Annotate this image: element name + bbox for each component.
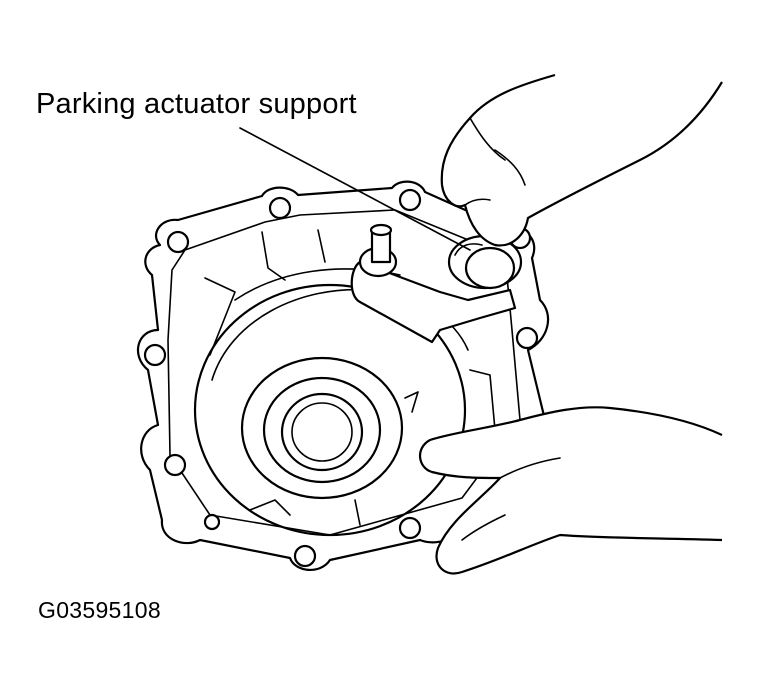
lower-hand-finger-crease bbox=[499, 457, 561, 479]
bushing-inner bbox=[464, 246, 516, 290]
bolt-holes bbox=[143, 188, 539, 568]
support-pivot-pin-top bbox=[369, 223, 393, 237]
casting-rib bbox=[249, 499, 291, 516]
main-bore bbox=[193, 283, 467, 537]
bolt-hole bbox=[293, 544, 317, 568]
label-leader-line bbox=[239, 127, 471, 251]
parking-actuator-support bbox=[350, 260, 517, 344]
bolt-hole bbox=[398, 516, 422, 540]
bolt-hole bbox=[143, 343, 167, 367]
casting-rib bbox=[204, 277, 236, 356]
bolt-hole bbox=[268, 196, 292, 220]
casting-arrow-mark bbox=[404, 391, 419, 413]
upper-hand bbox=[440, 73, 723, 247]
part-label: Parking actuator support bbox=[36, 88, 357, 120]
bolt-hole bbox=[166, 230, 190, 254]
bolt-hole bbox=[163, 453, 187, 477]
casting-rib bbox=[354, 499, 361, 526]
casting-rib bbox=[261, 231, 286, 281]
casting-rib bbox=[317, 229, 326, 263]
bolt-hole bbox=[515, 326, 539, 350]
bolt-hole bbox=[203, 513, 221, 531]
bushing-edge bbox=[454, 243, 483, 256]
center-hub bbox=[240, 356, 404, 500]
lower-hand-thumb-line bbox=[461, 514, 506, 541]
upper-hand-knuckle bbox=[494, 149, 526, 186]
lower-hand bbox=[419, 406, 723, 575]
figure-code: G03595108 bbox=[38, 597, 161, 623]
bolt-hole bbox=[398, 188, 422, 212]
upper-hand-thumb-line bbox=[464, 198, 491, 206]
upper-hand-finger-crease bbox=[469, 117, 506, 161]
